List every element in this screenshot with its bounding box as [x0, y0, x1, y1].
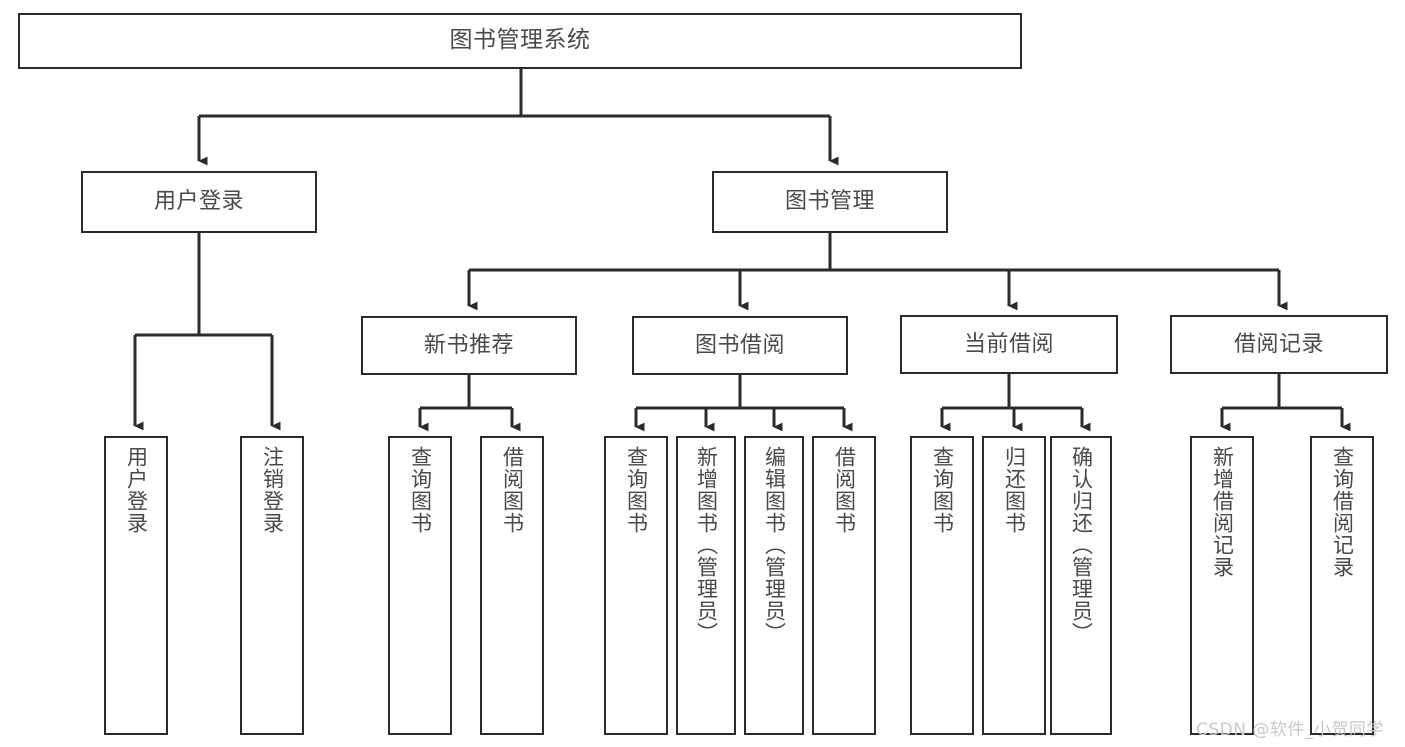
node-label: 新增图书（管理员）: [694, 446, 719, 644]
leaf-new-book-borrow[interactable]: 借阅图书: [480, 436, 544, 735]
leaf-new-book-query[interactable]: 查询图书: [388, 436, 452, 735]
node-label: 借阅图书: [500, 446, 525, 534]
csdn-watermark: CSDN @软件_小贺同学: [1196, 720, 1384, 740]
node-book-borrow[interactable]: 图书借阅: [632, 316, 848, 375]
node-label: 借阅记录: [1233, 331, 1324, 357]
leaf-book-borrow-add-admin[interactable]: 新增图书（管理员）: [676, 436, 736, 735]
node-label: 用户登录: [153, 189, 244, 215]
leaf-book-borrow-borrow[interactable]: 借阅图书: [812, 436, 876, 735]
node-label: 用户登录: [124, 446, 149, 534]
node-label: 新书推荐: [423, 332, 514, 358]
node-label: 查询图书: [930, 446, 955, 534]
node-label: 归还图书: [1002, 446, 1027, 534]
node-label: 查询图书: [624, 446, 649, 534]
node-root-system[interactable]: 图书管理系统: [18, 13, 1022, 69]
node-label: 图书管理: [784, 189, 875, 215]
leaf-book-borrow-query[interactable]: 查询图书: [604, 436, 668, 735]
node-book-management[interactable]: 图书管理: [712, 171, 948, 233]
node-user-login[interactable]: 用户登录: [81, 171, 317, 233]
node-label: 图书管理系统: [449, 27, 591, 54]
node-new-book-recommend[interactable]: 新书推荐: [361, 316, 577, 375]
leaf-borrow-record-query[interactable]: 查询借阅记录: [1310, 436, 1374, 735]
node-label: 图书借阅: [694, 332, 785, 358]
node-label: 新增借阅记录: [1210, 446, 1235, 578]
node-label: 当前借阅: [963, 331, 1054, 357]
node-label: 确认归还（管理员）: [1069, 446, 1094, 644]
leaf-current-borrow-confirm-admin[interactable]: 确认归还（管理员）: [1050, 436, 1112, 735]
node-label: 查询借阅记录: [1330, 446, 1355, 578]
node-current-borrow[interactable]: 当前借阅: [900, 315, 1118, 374]
leaf-user-login-signout[interactable]: 注销登录: [240, 436, 304, 735]
leaf-borrow-record-add[interactable]: 新增借阅记录: [1190, 436, 1254, 735]
leaf-current-borrow-return[interactable]: 归还图书: [982, 436, 1046, 735]
node-label: 查询图书: [408, 446, 433, 534]
node-borrow-record[interactable]: 借阅记录: [1170, 315, 1388, 374]
node-label: 注销登录: [260, 446, 285, 534]
leaf-user-login-signin[interactable]: 用户登录: [104, 436, 168, 735]
leaf-current-borrow-query[interactable]: 查询图书: [910, 436, 974, 735]
node-label: 借阅图书: [832, 446, 857, 534]
leaf-book-borrow-edit-admin[interactable]: 编辑图书（管理员）: [744, 436, 804, 735]
node-label: 编辑图书（管理员）: [762, 446, 787, 644]
